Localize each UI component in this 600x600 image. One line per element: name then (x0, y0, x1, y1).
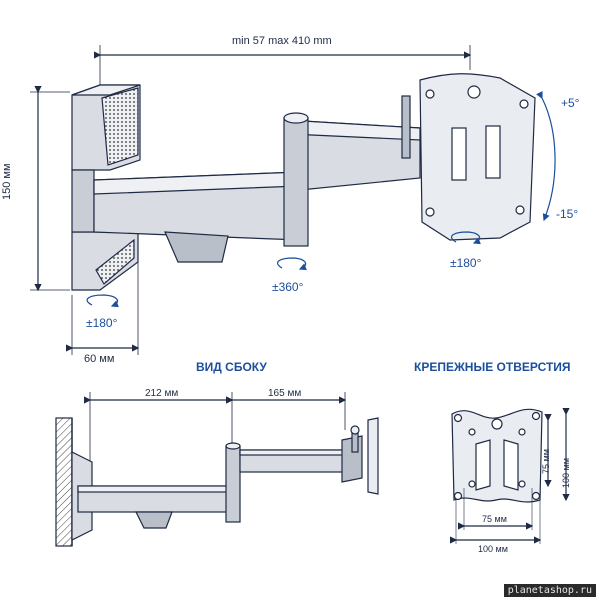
rotation-indicators (86, 91, 556, 308)
side-elbow-joint (225, 445, 241, 523)
holes-view-title: КРЕПЕЖНЫЕ ОТВЕРСТИЯ (414, 360, 571, 374)
tilt-screw (401, 95, 411, 159)
label-v100: 100 мм (561, 458, 571, 488)
top-view-drawing (30, 45, 536, 355)
label-rotation-base: ±180° (86, 316, 118, 330)
label-rotation-mid: ±360° (272, 280, 304, 294)
label-rotation-head: ±180° (450, 256, 482, 270)
label-base-width: 60 мм (84, 353, 115, 365)
side-vesa-plate (367, 417, 379, 495)
label-arm2: 165 мм (268, 388, 302, 399)
label-h75: 75 мм (482, 514, 507, 524)
label-height: 150 мм (1, 163, 13, 200)
side-view-drawing (55, 392, 379, 547)
ventilation-grille (95, 238, 135, 285)
watermark: planetashop.ru (503, 584, 596, 597)
label-arm1: 212 мм (145, 388, 179, 399)
wall-hatch (55, 417, 73, 547)
holes-view-drawing (450, 408, 570, 544)
side-view-title: ВИД СБОКУ (196, 360, 267, 374)
label-h100: 100 мм (478, 544, 508, 554)
label-v75: 75 мм (541, 449, 551, 474)
arm-clamp (164, 231, 229, 263)
ventilation-grille (101, 87, 139, 166)
label-tilt-up: +5° (561, 96, 580, 110)
vesa-plate (419, 73, 536, 241)
label-total-width: min 57 max 410 mm (232, 35, 332, 47)
label-tilt-down: -15° (556, 207, 579, 221)
elbow-joint (283, 117, 309, 247)
